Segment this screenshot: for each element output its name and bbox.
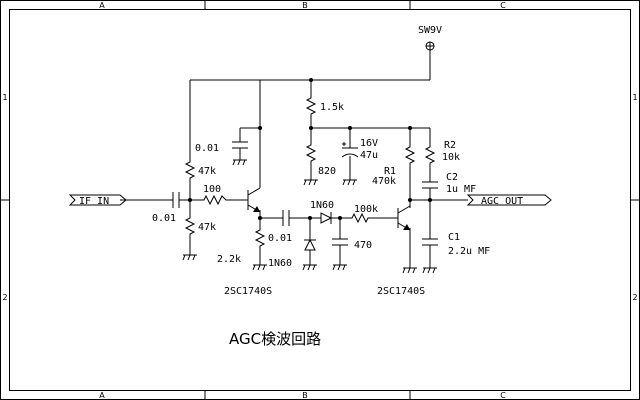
svg-text:1.5k: 1.5k	[320, 102, 344, 113]
svg-text:10k: 10k	[442, 152, 460, 163]
svg-text:1N60: 1N60	[268, 258, 292, 269]
resistor-47k-top: 47k	[184, 160, 216, 180]
capacitor-001-mid: 0.01	[268, 210, 292, 244]
svg-text:47u: 47u	[360, 150, 378, 161]
capacitor-47u-electrolytic: 16V 47u	[341, 138, 378, 161]
svg-text:100: 100	[203, 184, 221, 195]
svg-text:C1: C1	[448, 232, 460, 243]
svg-text:470k: 470k	[372, 176, 396, 187]
svg-text:2SC1740S: 2SC1740S	[377, 286, 425, 297]
capacitor-470: 470	[332, 238, 372, 251]
ground-q2	[402, 267, 417, 274]
zone-col-a-bottom: A	[99, 391, 105, 400]
port-if-in: IF IN	[68, 194, 127, 207]
svg-text:C2: C2	[446, 172, 458, 183]
diode-1n60-vertical: 1N60	[268, 238, 316, 269]
resistor-100k: 100k	[350, 204, 378, 224]
wiring	[120, 79, 468, 268]
capacitor-c2: C2 1u MF	[422, 172, 476, 195]
ground-47u	[342, 179, 357, 186]
resistor-r1: R1 470k	[372, 145, 416, 187]
svg-text:820: 820	[318, 166, 336, 177]
junction-dots	[188, 78, 432, 220]
capacitor-001-input: 0.01	[152, 192, 180, 224]
resistor-100: 100	[202, 184, 228, 206]
zone-row-2-right: 2	[632, 293, 637, 302]
zone-row-1-right: 1	[632, 93, 637, 102]
resistor-820: 820	[305, 143, 336, 177]
svg-text:470: 470	[354, 240, 372, 251]
diode-1n60-horizontal: 1N60	[310, 200, 334, 224]
svg-text:1u MF: 1u MF	[446, 184, 476, 195]
power-label: SW9V	[418, 25, 442, 36]
svg-text:2.2k: 2.2k	[217, 254, 241, 265]
svg-text:2.2u MF: 2.2u MF	[448, 246, 490, 257]
ground-2k2	[252, 264, 267, 271]
resistor-1k5: 1.5k	[305, 96, 344, 116]
svg-text:R1: R1	[384, 166, 396, 177]
zone-col-c-bottom: C	[500, 391, 506, 400]
zone-col-c-top: C	[500, 1, 506, 10]
zone-col-b-bottom: B	[302, 391, 308, 400]
svg-text:0.01: 0.01	[268, 233, 292, 244]
svg-text:0.01: 0.01	[152, 213, 176, 224]
port-agc-out-label: AGC OUT	[481, 196, 523, 207]
svg-text:R2: R2	[444, 140, 456, 151]
capacitor-c1: C1 2.2u MF	[422, 232, 490, 257]
zone-col-a-top: A	[99, 1, 105, 10]
capacitor-001-top: 0.01	[195, 141, 248, 154]
resistor-2k2: 2.2k	[217, 228, 266, 265]
resistor-r2: R2 10k	[424, 140, 460, 165]
ground-c001-top	[232, 159, 247, 166]
ground-820	[303, 179, 318, 186]
ground-470	[332, 264, 347, 271]
ground-symbols	[182, 159, 437, 274]
svg-text:100k: 100k	[354, 204, 378, 215]
ground-47k-bottom	[182, 254, 197, 261]
diagram-title: AGC検波回路	[229, 330, 321, 348]
svg-text:2SC1740S: 2SC1740S	[224, 286, 272, 297]
svg-text:47k: 47k	[198, 166, 216, 177]
transistor-q1: 2SC1740S	[224, 180, 272, 297]
svg-text:47k: 47k	[198, 222, 216, 233]
port-if-in-label: IF IN	[79, 196, 109, 207]
power-terminal: SW9V	[418, 25, 442, 80]
svg-text:1N60: 1N60	[310, 200, 334, 211]
port-agc-out: AGC OUT	[466, 194, 552, 207]
ground-c1	[422, 267, 437, 274]
svg-text:0.01: 0.01	[195, 143, 219, 154]
zone-col-b-top: B	[302, 1, 308, 10]
ground-diode	[302, 264, 317, 271]
zone-row-2-left: 2	[2, 293, 7, 302]
svg-text:16V: 16V	[360, 138, 378, 149]
zone-row-1-left: 1	[2, 93, 7, 102]
transistor-q2: 2SC1740S	[377, 205, 425, 297]
resistor-47k-bottom: 47k	[184, 216, 216, 236]
